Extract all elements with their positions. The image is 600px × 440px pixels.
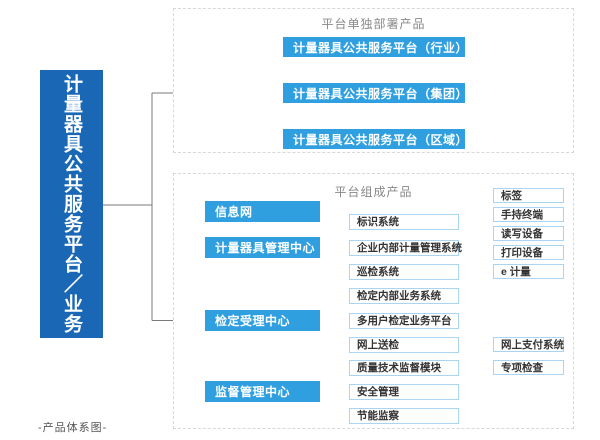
node-energy-monitoring: 节能监察 (349, 407, 459, 424)
node-enterprise-metering-system: 企业内部计量管理系统 (349, 239, 462, 256)
node-quality-supervision-module: 质量技术监督模块 (349, 359, 459, 376)
node-special-inspection: 专项检查 (493, 360, 564, 375)
node-platform-group: 计量器具公共服务平台（集团） (283, 83, 468, 103)
node-multiuser-verification-platform: 多用户检定业务平台 (349, 312, 459, 329)
node-safety-mgmt: 安全管理 (349, 383, 459, 400)
diagram-caption: -产品体系图- (38, 422, 108, 434)
node-inspection-system: 巡检系统 (349, 263, 459, 280)
node-instrument-mgmt-center: 计量器具管理中心 (205, 237, 320, 258)
node-platform-region: 计量器具公共服务平台（区域） (283, 129, 468, 149)
node-info-network: 信息网 (205, 200, 320, 222)
node-verification-internal-system: 检定内部业务系统 (349, 287, 459, 304)
panel-standalone-products: 平台单独部署产品 (173, 8, 574, 153)
node-verification-center: 检定受理中心 (205, 310, 320, 331)
node-online-payment-system: 网上支付系统 (493, 337, 564, 352)
node-read-write-device: 读写设备 (493, 225, 564, 241)
node-platform-industry: 计量器具公共服务平台（行业） (283, 37, 468, 57)
panel-standalone-title: 平台单独部署产品 (321, 17, 426, 31)
node-e-metering: e 计量 (493, 264, 564, 279)
panel-composition-title: 平台组成产品 (334, 185, 413, 199)
node-tag: 标签 (493, 187, 564, 203)
node-online-submission: 网上送检 (349, 336, 459, 353)
node-handheld-terminal: 手持终端 (493, 206, 564, 222)
node-printing-device: 打印设备 (493, 244, 564, 260)
node-id-system: 标识系统 (349, 213, 459, 230)
node-supervision-center: 监督管理中心 (205, 381, 320, 402)
node-root-platform: 计量器具公共服务平台／业务 (40, 70, 103, 338)
